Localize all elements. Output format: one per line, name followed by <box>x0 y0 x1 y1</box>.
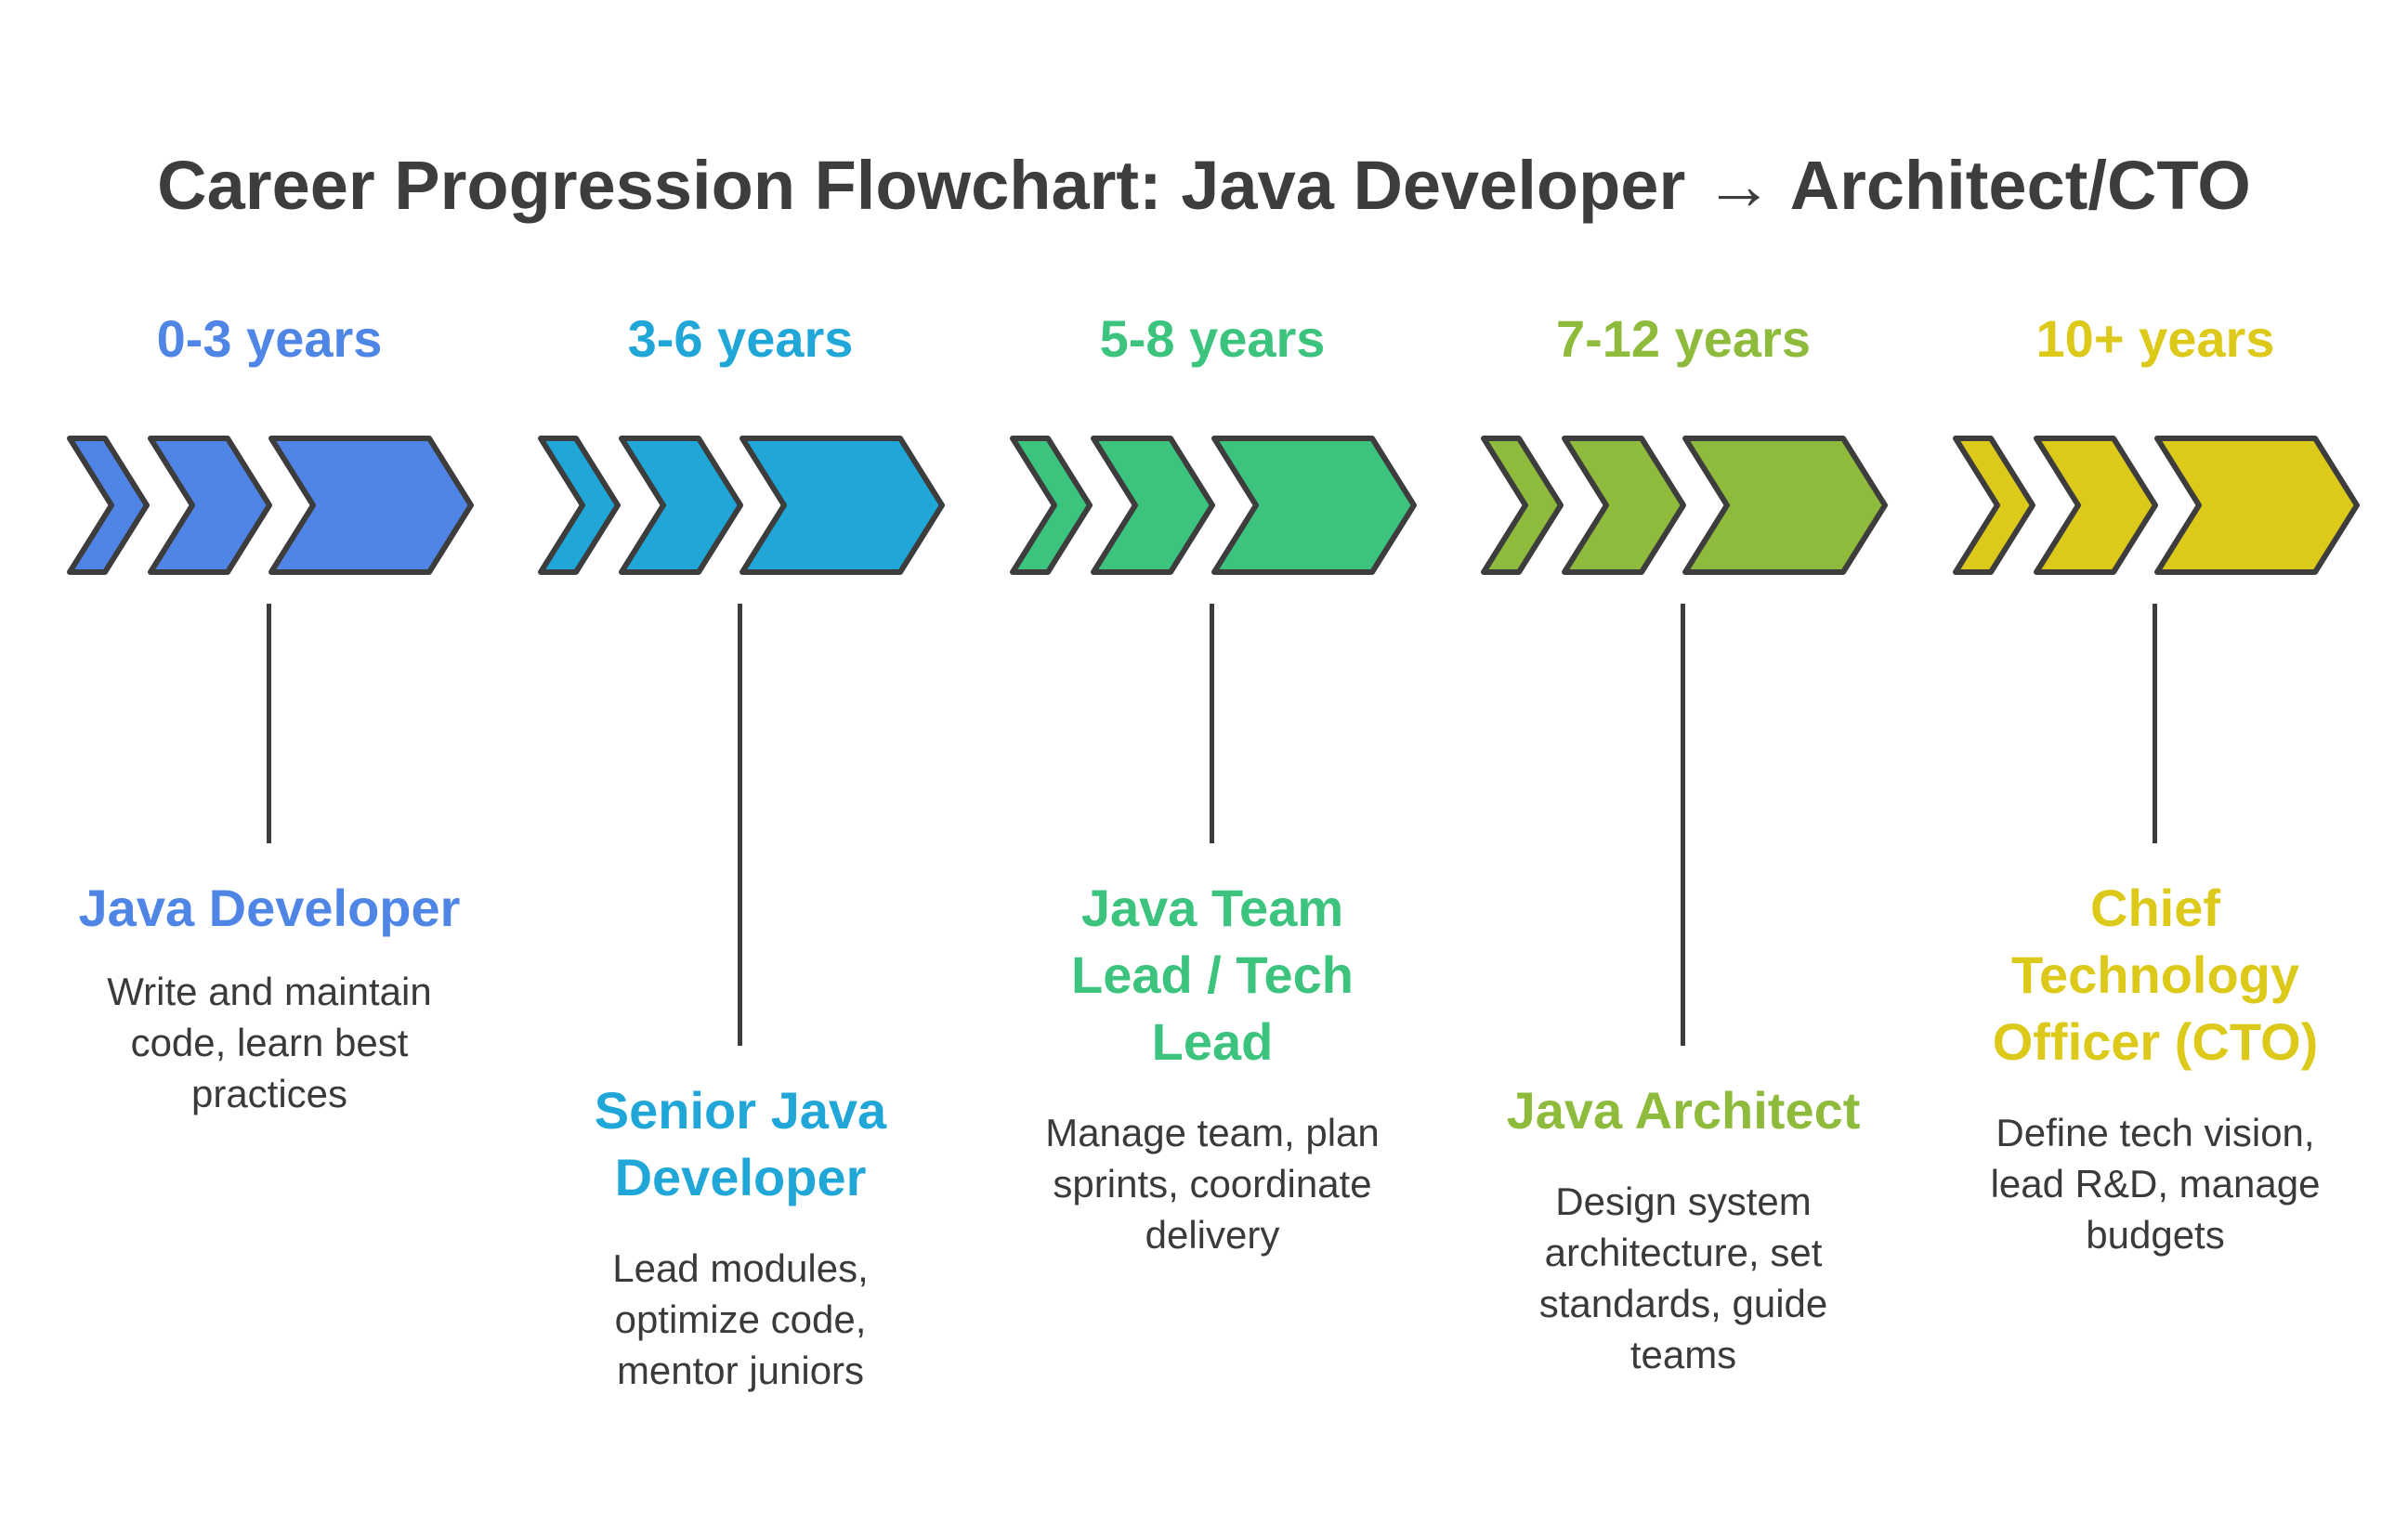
role-card: Java Developer Write and maintain code, … <box>37 875 502 1119</box>
role-title: Java Architect <box>1506 1081 1861 1140</box>
role-description: Define tech vision, lead R&D, manage bud… <box>1990 1111 2321 1257</box>
role-card: Senior Java Developer Lead modules, opti… <box>508 1077 973 1396</box>
connector-line <box>2153 604 2157 843</box>
stage-years-label: 5-8 years <box>1099 309 1326 368</box>
stage-years-label: 3-6 years <box>627 309 854 368</box>
chevron-arrows-icon <box>67 436 474 575</box>
connector-line <box>738 604 742 1046</box>
connector-line <box>267 604 271 843</box>
connector-line <box>1210 604 1214 843</box>
role-description: Lead modules, optimize code, mentor juni… <box>612 1246 869 1392</box>
stage-years-label: 7-12 years <box>1555 309 1811 368</box>
role-title: Java Developer <box>78 879 461 937</box>
chevron-arrows-icon <box>1481 436 1888 575</box>
role-title: Chief Technology Officer (CTO) <box>1992 879 2319 1071</box>
role-card: Java Architect Design system architectur… <box>1451 1077 1916 1380</box>
role-card: Java Team Lead / Tech Lead Manage team, … <box>980 875 1445 1260</box>
role-description: Write and maintain code, learn best prac… <box>107 970 432 1115</box>
connector-line <box>1681 604 1685 1046</box>
chevron-arrows-icon <box>1010 436 1417 575</box>
stage-years-label: 10+ years <box>2035 309 2275 368</box>
chevron-arrows-icon <box>1953 436 2360 575</box>
flowchart-title: Career Progression Flowchart: Java Devel… <box>157 147 2251 224</box>
chevron-arrows-icon <box>538 436 945 575</box>
role-title: Java Team Lead / Tech Lead <box>1071 879 1354 1071</box>
stage-years-label: 0-3 years <box>156 309 383 368</box>
role-description: Manage team, plan sprints, coordinate de… <box>1045 1111 1380 1257</box>
role-card: Chief Technology Officer (CTO) Define te… <box>1923 875 2388 1260</box>
role-description: Design system architecture, set standard… <box>1538 1180 1828 1376</box>
role-title: Senior Java Developer <box>594 1081 887 1206</box>
